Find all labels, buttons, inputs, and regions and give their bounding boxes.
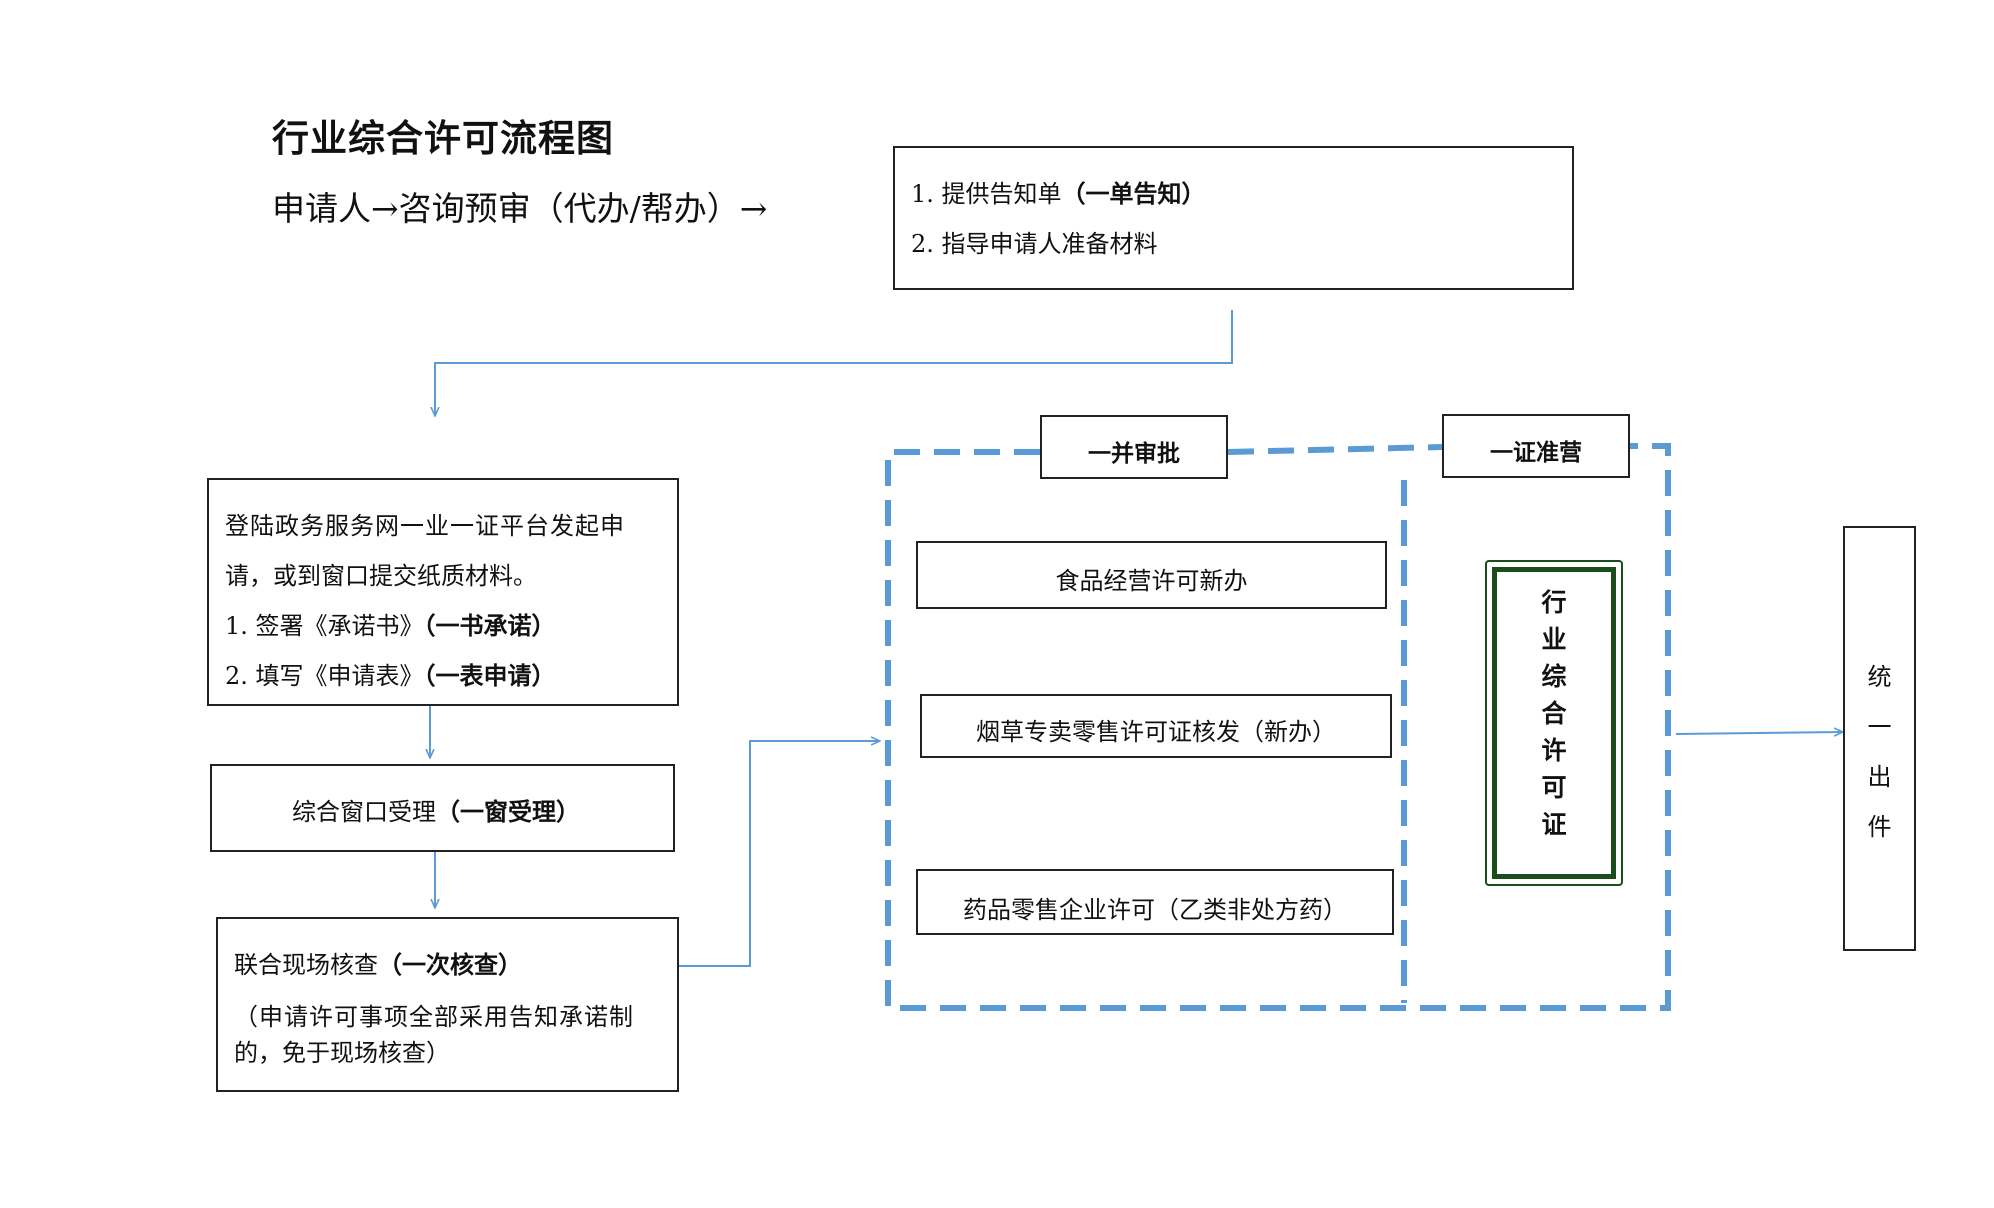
parallel-approval-label-box: 一并审批 xyxy=(1040,415,1228,479)
applicant-flow-text: 申请人→咨询预审（代办/帮办）→ xyxy=(272,189,768,228)
inspection-title: 联合现场核查（一次核查） xyxy=(234,951,522,979)
connector-inspect-to-approval xyxy=(679,741,880,967)
license-label-box: 一证准营 xyxy=(1442,414,1630,478)
output-box-text: 统 一 出 件 xyxy=(1867,663,1892,841)
parallel-approval-label: 一并审批 xyxy=(1088,441,1180,467)
page-title: 行业综合许可流程图 xyxy=(272,117,614,160)
apply-item-1: 1. 签署《承诺书》（一书承诺） xyxy=(225,612,556,640)
inspection-note-2: 的，免于现场核查） xyxy=(234,1039,450,1067)
apply-line-2: 请，或到窗口提交纸质材料。 xyxy=(225,562,537,590)
license-card-text: 行 业 综 合 许 可 证 xyxy=(1541,588,1567,839)
window-acceptance-box: 综合窗口受理（一窗受理） xyxy=(210,764,675,852)
inspection-note-1: （申请许可事项全部采用告知承诺制 xyxy=(234,1003,634,1031)
connector-license-to-output xyxy=(1675,732,1843,734)
apply-line-1: 登陆政务服务网一业一证平台发起申 xyxy=(225,512,625,540)
permit-food-text: 食品经营许可新办 xyxy=(1055,567,1248,595)
license-label: 一证准营 xyxy=(1490,440,1582,466)
permit-box-pharmacy: 药品零售企业许可（乙类非处方药） xyxy=(916,869,1394,935)
output-box: 统 一 出 件 xyxy=(1843,526,1916,951)
notice-item-1: 1. 提供告知单（一单告知） xyxy=(911,180,1206,208)
apply-box: 登陆政务服务网一业一证平台发起申 请，或到窗口提交纸质材料。 1. 签署《承诺书… xyxy=(207,478,679,706)
approval-dashed-region xyxy=(885,443,1671,1011)
license-card: 行 业 综 合 许 可 证 xyxy=(1485,560,1623,886)
inspection-box: 联合现场核查（一次核查） （申请许可事项全部采用告知承诺制 的，免于现场核查） xyxy=(216,917,679,1092)
permit-pharmacy-text: 药品零售企业许可（乙类非处方药） xyxy=(963,896,1347,924)
connector-notice-to-apply xyxy=(435,310,1233,416)
apply-item-2: 2. 填写《申请表》（一表申请） xyxy=(225,662,556,690)
permit-box-tobacco: 烟草专卖零售许可证核发（新办） xyxy=(920,694,1392,758)
permit-box-food: 食品经营许可新办 xyxy=(916,541,1387,609)
notice-item-2: 2. 指导申请人准备材料 xyxy=(911,230,1158,258)
permit-tobacco-text: 烟草专卖零售许可证核发（新办） xyxy=(976,718,1336,746)
window-acceptance-text: 综合窗口受理（一窗受理） xyxy=(292,798,580,826)
notice-box: 1. 提供告知单（一单告知） 2. 指导申请人准备材料 xyxy=(893,146,1574,290)
